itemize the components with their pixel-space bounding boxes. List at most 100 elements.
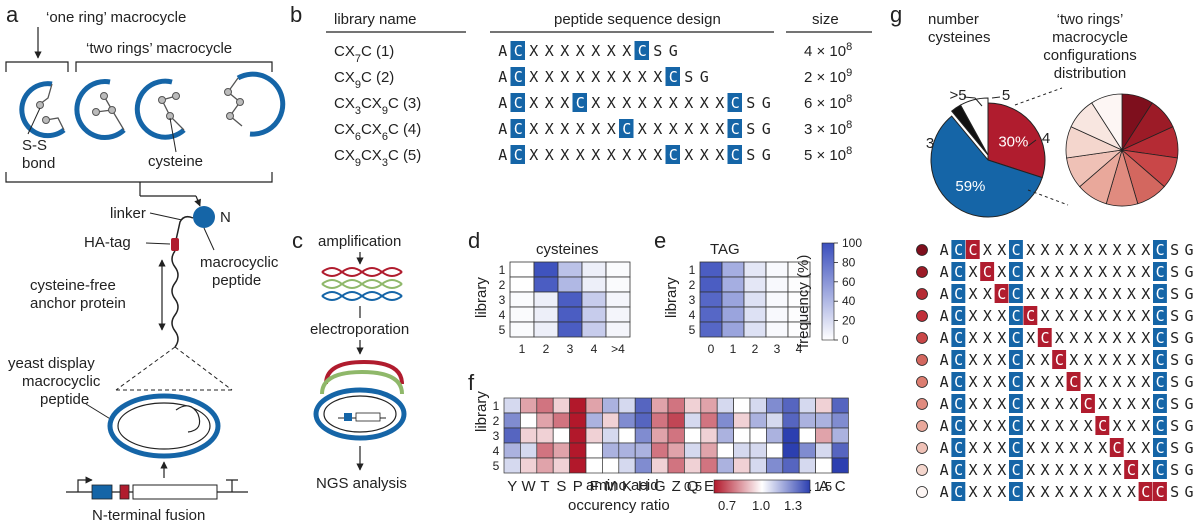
config-slice [1091, 93, 1123, 152]
heatmap-cell [569, 397, 587, 414]
residue: X [983, 329, 992, 347]
configuration-dot [916, 398, 928, 410]
residue: X [1112, 461, 1121, 479]
residue: X [983, 439, 992, 457]
residue: C [1012, 439, 1021, 457]
residue: X [576, 146, 585, 164]
residue: S [1170, 439, 1179, 457]
cysteine-box [1153, 240, 1167, 259]
pie-percent-label: 59% [955, 178, 985, 195]
frequency-colorbar [821, 242, 835, 341]
column-label: 1 [519, 342, 526, 356]
heatmap-cell [651, 457, 669, 474]
residue: X [1055, 483, 1064, 501]
residue: X [997, 461, 1006, 479]
config-title-2: macrocycle [1052, 29, 1128, 46]
heatmap-cell [651, 412, 669, 429]
heatmap-cell [536, 442, 554, 459]
residue: X [607, 120, 616, 138]
residue: C [514, 42, 523, 60]
heatmap-cell [831, 427, 849, 444]
amino-acid-label: Q [687, 478, 699, 495]
residue: A [940, 373, 949, 391]
panel-f: f library 12345YWTSPFMKHGZQERDNIVLAC ami… [468, 370, 849, 514]
configuration-dot [916, 420, 928, 432]
library-name: CX7C (1) [334, 43, 394, 65]
heatmap-cell [605, 276, 631, 293]
cysteine-box [951, 350, 966, 369]
residue: C [1012, 241, 1021, 259]
heatmap-cell [533, 291, 559, 308]
heatmap-cell [503, 412, 521, 429]
residue: X [1098, 241, 1107, 259]
cysteine-dot [42, 116, 50, 124]
heatmap-cell [585, 427, 603, 444]
residue: X [1112, 417, 1121, 435]
residue: X [1055, 285, 1064, 303]
residue: X [968, 417, 977, 435]
occurency-colorbar [713, 479, 811, 494]
residue: X [1026, 351, 1035, 369]
residue: X [968, 395, 977, 413]
heatmap-cell [716, 457, 734, 474]
residue: C [1012, 461, 1021, 479]
heatmap-cell [509, 276, 535, 293]
heatmap-cell [815, 427, 833, 444]
yeast-label-1: yeast display [8, 355, 95, 372]
macrocyclic-label-2: peptide [212, 272, 261, 289]
cysteine-box [1009, 372, 1023, 391]
heatmap-cell [782, 442, 800, 459]
residue: C [731, 94, 740, 112]
residue: C [954, 373, 963, 391]
cysteine-pointer [169, 117, 177, 153]
heatmap-cell [721, 321, 745, 338]
residue: C [954, 329, 963, 347]
residue: X [638, 94, 647, 112]
heatmap-cell [602, 412, 620, 429]
residue: X [560, 120, 569, 138]
heatmap-cell [684, 442, 702, 459]
heatmap-cell [716, 427, 734, 444]
cysteine-box [510, 145, 525, 164]
pie-percent-label: 30% [998, 134, 1028, 151]
residue: X [983, 285, 992, 303]
residue: A [940, 307, 949, 325]
residue: A [498, 94, 507, 112]
residue: C [622, 120, 631, 138]
heatmap-cell [700, 397, 718, 414]
heatmap-cell [716, 412, 734, 429]
cysteine-box [634, 41, 649, 60]
cysteine-box [727, 93, 742, 112]
residue: G [762, 94, 771, 112]
heatmap-cell [716, 442, 734, 459]
residue: X [1026, 439, 1035, 457]
cysteine-box [951, 460, 966, 479]
residue: X [560, 68, 569, 86]
library-axis-label-d: library [473, 277, 490, 318]
residue: C [1156, 351, 1165, 369]
row-label: 1 [493, 399, 500, 413]
heatmap-cell [520, 397, 538, 414]
heatmap-cell [634, 397, 652, 414]
residue: S [653, 42, 662, 60]
heatmap-cell [533, 261, 559, 278]
residue: X [1127, 417, 1136, 435]
configuration-dot [916, 486, 928, 498]
yeast-label-2: macrocyclic [22, 373, 101, 390]
cysteine-box [951, 284, 966, 303]
configuration-dot [916, 266, 928, 278]
residue: X [983, 351, 992, 369]
cysteine-box [951, 394, 966, 413]
heatmap-cell [815, 412, 833, 429]
amino-acid-label: Y [507, 478, 517, 495]
heatmap-cell [831, 442, 849, 459]
electroporation-label: electroporation [310, 321, 409, 338]
residue: X [545, 42, 554, 60]
residue: X [1127, 241, 1136, 259]
heatmap-cell [699, 321, 723, 338]
residue: G [1184, 329, 1193, 347]
cysteine-box [1153, 284, 1167, 303]
cysteine-box [1009, 240, 1023, 259]
